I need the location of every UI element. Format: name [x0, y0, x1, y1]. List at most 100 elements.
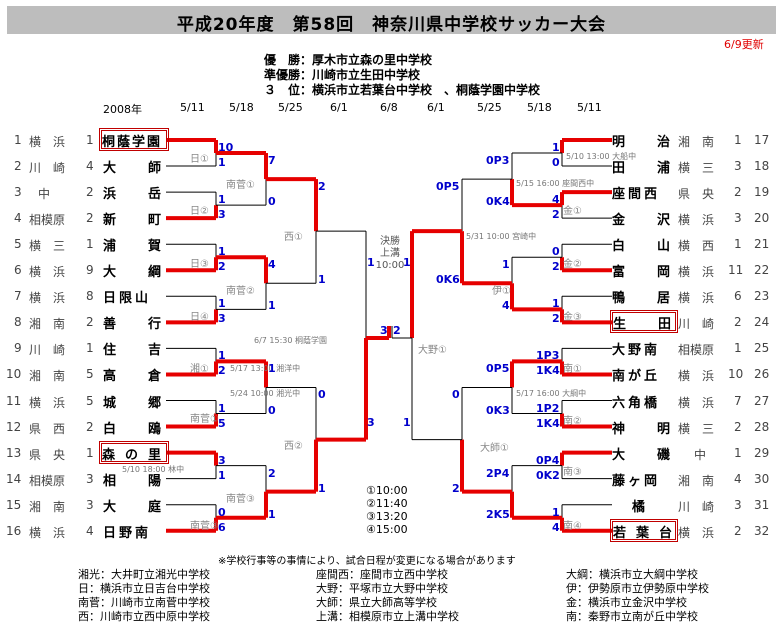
score-label: 1P3 [536, 349, 560, 363]
score-label: 0 [268, 403, 276, 417]
score-label: 0K2 [536, 468, 560, 482]
date-left-r3: 5/25 [278, 101, 303, 114]
region-name: 県 西 [29, 421, 66, 436]
score-label: 2K5 [486, 507, 510, 521]
region-rank: 1 [734, 445, 742, 460]
region-name: 横 浜 [678, 525, 715, 540]
score-label: 0P5 [486, 362, 510, 376]
score-label: 2 [552, 312, 560, 326]
region-name: 相模原 [29, 213, 66, 228]
region-rank: 1 [86, 341, 94, 356]
seed-number: 26 [754, 367, 770, 382]
score-label: 5 [218, 416, 226, 430]
date-left-r2: 5/18 [229, 101, 254, 114]
region-rank: 2 [734, 185, 742, 200]
game-note: 5/24 10:00 湘光中 [230, 389, 301, 398]
region-name: 川 崎 [678, 317, 715, 332]
region-name: 湘 南 [29, 369, 66, 384]
seed-number: 9 [14, 341, 22, 356]
game-label: 日④ [190, 312, 209, 323]
region-name: 横 三 [678, 161, 715, 176]
region-rank: 1 [86, 133, 94, 147]
score-label: 1 [367, 256, 375, 270]
region-name: 横 浜 [678, 291, 715, 306]
region-rank: 10 [728, 367, 744, 382]
team-name: 高倉 [103, 369, 194, 385]
seed-number: 25 [754, 341, 770, 356]
region-rank: 3 [734, 497, 742, 512]
seed-number: 1 [14, 133, 22, 147]
score-label: 7 [268, 154, 276, 168]
region-name: 川 崎 [29, 161, 66, 176]
region-rank: 1 [86, 445, 94, 460]
score-label: 1 [502, 258, 510, 272]
seed-number: 3 [14, 185, 22, 200]
result-third: ３ 位：横浜市立若葉台中学校 、桐蔭学園中学校 [264, 83, 541, 97]
team-name: 浦賀 [103, 239, 194, 255]
game-label: 湘① [190, 364, 209, 375]
seed-number: 11 [6, 393, 22, 408]
region-name: 横 三 [29, 239, 66, 254]
score-label: 1 [403, 415, 411, 429]
region-name: 横 浜 [678, 265, 715, 280]
score-label: 1 [318, 273, 326, 287]
game-note: 5/15 16:00 座間西中 [516, 179, 595, 188]
score-label: 3 [218, 208, 226, 222]
score-label: 0K6 [436, 273, 460, 287]
game-note: 5/17 16:00 大綱中 [516, 389, 587, 398]
score-label: 1 [218, 245, 226, 259]
seed-number: 18 [754, 159, 770, 174]
seed-number: 27 [754, 393, 770, 408]
team-name: 富岡 [612, 265, 703, 281]
seed-number: 32 [754, 523, 770, 538]
score-label: 4 [502, 299, 510, 313]
score-label: 2 [452, 481, 460, 495]
score-label: 0 [268, 195, 276, 209]
legend-entry: 大野：平塚市立大野中学校 [316, 582, 448, 595]
score-label: 2 [552, 208, 560, 222]
region-rank: 3 [734, 211, 742, 226]
game-label: 南菅③ [226, 494, 255, 505]
team-name: 大綱 [103, 265, 194, 281]
seed-number: 16 [6, 523, 22, 538]
score-label: 0 [318, 388, 326, 402]
score-label: 0P3 [486, 154, 510, 168]
team-name: 田浦 [612, 161, 703, 177]
date-final: 6/8 [380, 101, 398, 114]
game-label: 南③ [563, 467, 582, 478]
game-label: 南菅③ [190, 521, 219, 532]
region-name: 湘 南 [678, 135, 715, 149]
region-rank: 1 [86, 237, 94, 252]
score-label: 1 [403, 256, 411, 270]
team-name: 藤ヶ岡 [612, 473, 661, 489]
legend-entry: 金：横浜市立金沢中学校 [566, 596, 687, 609]
region-name: 中 [38, 187, 51, 202]
score-label: 10 [218, 141, 234, 154]
score-label: 3 [218, 312, 226, 326]
region-name: 横 浜 [29, 395, 66, 410]
score-label: 0P5 [436, 180, 460, 194]
result-champion: 優 勝：厚木市立森の里中学校 [264, 53, 433, 67]
game-label: 日③ [190, 259, 209, 270]
team-name: 橘 [632, 499, 649, 515]
legend-entry: 大綱：横浜市立大綱中学校 [566, 568, 698, 581]
region-rank: 2 [734, 523, 742, 538]
seed-number: 4 [14, 211, 22, 226]
schedule-notice: ※学校行事等の事情により、試合日程が変更になる場合があります [218, 556, 516, 567]
game-label: 大野① [418, 345, 447, 356]
region-rank: 8 [86, 289, 94, 304]
region-rank: 1 [734, 133, 742, 147]
seed-number: 17 [754, 133, 770, 147]
region-rank: 2 [734, 419, 742, 434]
team-name: 白鴎 [103, 421, 194, 437]
result-runner-up: 準優勝：川崎市立生田中学校 [264, 68, 421, 82]
score-label: 0 [452, 388, 460, 402]
game-label: 南② [563, 416, 582, 427]
score-label: 1 [218, 401, 226, 415]
game-label: 南菅① [226, 180, 255, 191]
region-name: 横 浜 [678, 369, 715, 384]
region-name: 湘 南 [29, 499, 66, 514]
legend-entry: 湘光：大井町立湘光中学校 [78, 568, 210, 581]
seed-number: 2 [14, 159, 22, 174]
